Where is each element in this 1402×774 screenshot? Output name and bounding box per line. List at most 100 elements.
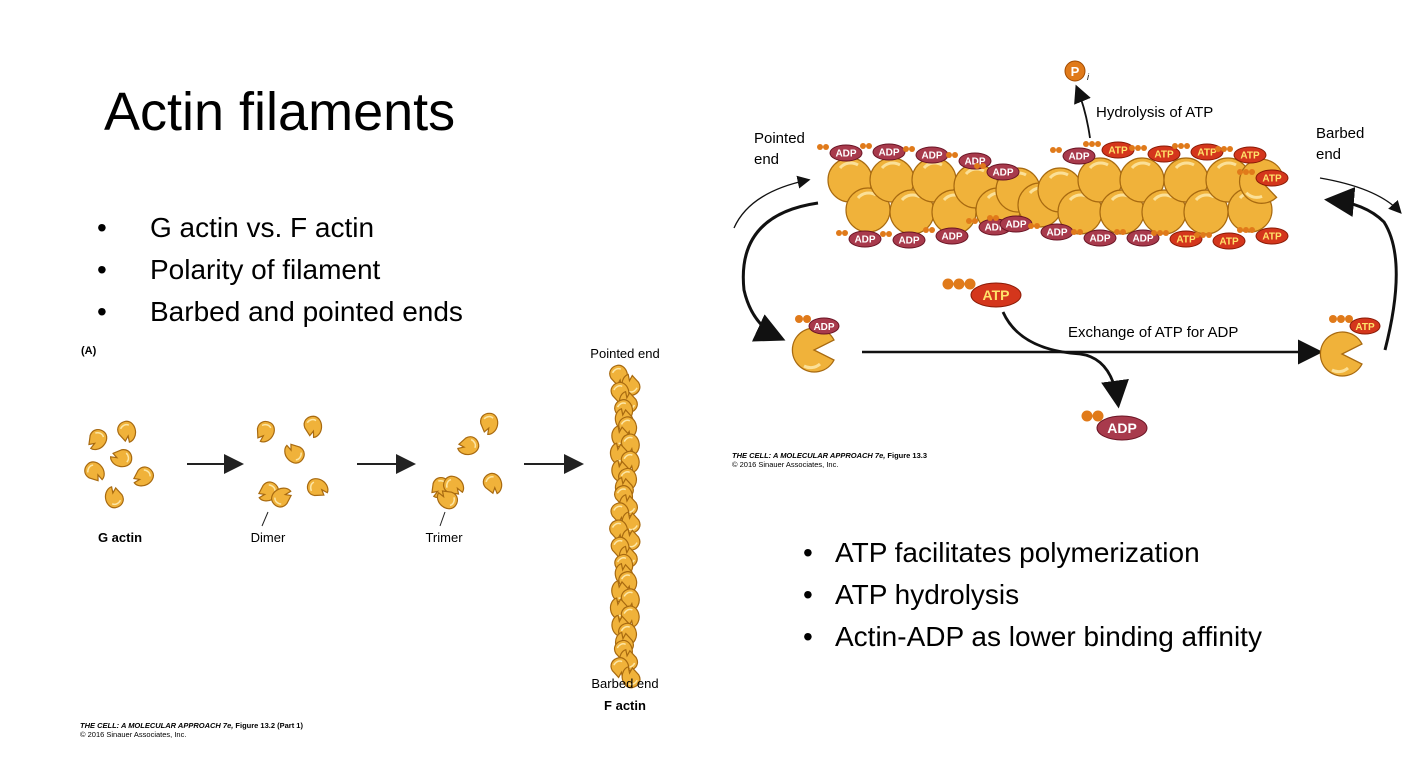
phosphate-dot <box>842 230 848 236</box>
phosphate-dot <box>1172 143 1178 149</box>
phosphate-dot <box>903 146 909 152</box>
bullet-marker: • <box>803 537 813 568</box>
phosphate-dot <box>966 218 972 224</box>
depolymerization-arrow <box>741 201 819 342</box>
credit-figure-number: Figure 13.3 <box>885 451 928 460</box>
atp-badge <box>1147 145 1181 163</box>
bullet-text: ATP hydrolysis <box>835 579 1020 610</box>
phosphate-dot <box>987 215 993 221</box>
dimer-label: Dimer <box>251 530 286 545</box>
adp-badge-label: ADP <box>992 168 1013 179</box>
free-atp-badge <box>970 282 1022 308</box>
atp-badge <box>1190 143 1224 161</box>
phosphate-dot <box>1151 230 1157 236</box>
phosphate-dot <box>836 230 842 236</box>
pointed-end-label: Pointed end <box>590 346 659 361</box>
phosphate-dot <box>952 152 958 158</box>
bullet-marker: • <box>803 621 813 652</box>
pi-subscript: i <box>1087 72 1090 82</box>
released-adp-badge <box>1096 415 1148 441</box>
phosphate-dot <box>1129 145 1135 151</box>
phosphate-dot <box>1221 146 1227 152</box>
phosphate-dot <box>1249 169 1255 175</box>
bullet-marker: • <box>97 212 107 243</box>
phosphate-dot <box>1050 147 1056 153</box>
bullet-marker: • <box>97 254 107 285</box>
adp-badge <box>829 144 863 162</box>
phosphate-dot <box>1114 229 1120 235</box>
pointed-end-in-arrow <box>733 175 811 229</box>
phosphate-dot <box>1071 229 1077 235</box>
pi-label: P <box>1071 64 1080 79</box>
phosphate-dot <box>1227 146 1233 152</box>
phosphate-dot <box>860 143 866 149</box>
phosphate-dot <box>803 315 811 323</box>
phosphate-dot <box>1135 145 1141 151</box>
phosphate-dot <box>1028 223 1034 229</box>
right-bullet-list: •ATP facilitates polymerization •ATP hyd… <box>803 532 1262 658</box>
hydrolysis-arrow <box>1074 84 1091 139</box>
f-actin-label: F actin <box>604 698 646 713</box>
adp-badge-label: ADP <box>1132 234 1153 245</box>
barbed-end-word: end <box>1316 146 1341 163</box>
figure-a-credit: THE CELL: A MOLECULAR APPROACH 7e, Figur… <box>80 721 303 739</box>
phosphate-dot <box>795 315 803 323</box>
phosphate-dot <box>866 143 872 149</box>
phosphate-dot <box>1089 141 1095 147</box>
bullet-item: •Polarity of filament <box>97 249 463 291</box>
phosphate-dot <box>1243 169 1249 175</box>
adp-badge-label: ADP <box>813 322 834 333</box>
adp-badge <box>1126 229 1160 247</box>
phosphate-dot <box>909 146 915 152</box>
bullet-item: •ATP hydrolysis <box>803 574 1262 616</box>
adp-badge <box>872 143 906 161</box>
atp-badge-label: ATP <box>1240 151 1260 162</box>
phosphate-dot <box>886 231 892 237</box>
adp-badge <box>892 231 926 249</box>
atp-badge <box>1255 227 1289 245</box>
phosphate-dot <box>1141 145 1147 151</box>
phosphate-dot <box>1178 143 1184 149</box>
barbed-end-out-arrow <box>1319 177 1402 214</box>
pointed-end-word: end <box>754 151 779 168</box>
adp-badge <box>986 163 1020 181</box>
free-atp-label: ATP <box>983 287 1010 303</box>
left-bullet-list: •G actin vs. F actin •Polarity of filame… <box>97 207 463 333</box>
adp-badge-label: ADP <box>835 149 856 160</box>
slide-title: Actin filaments <box>104 82 456 142</box>
phosphate-dot <box>972 218 978 224</box>
adp-badge-label: ADP <box>878 148 899 159</box>
adp-badge-label: ADP <box>1046 228 1067 239</box>
adp-badge <box>935 227 969 245</box>
phosphate-dot <box>817 144 823 150</box>
adp-badge-label: ADP <box>898 236 919 247</box>
credit-figure-number: Figure 13.2 (Part 1) <box>233 721 303 730</box>
dimer-pointer <box>261 511 269 527</box>
bullet-item: •ATP facilitates polymerization <box>803 532 1262 574</box>
adp-badge-label: ADP <box>1005 220 1026 231</box>
phosphate-dot <box>929 227 935 233</box>
adp-badge-label: ADP <box>1068 152 1089 163</box>
credit-book-title: THE CELL: A MOLECULAR APPROACH 7e, <box>732 451 886 460</box>
phosphate-dot <box>1337 315 1345 323</box>
figure-b-credit: THE CELL: A MOLECULAR APPROACH 7e, Figur… <box>732 451 927 469</box>
adp-badge <box>848 230 882 248</box>
phosphate-dot <box>964 278 976 290</box>
atp-badge <box>1255 169 1289 187</box>
adp-badge-label: ADP <box>921 151 942 162</box>
phosphate-dot <box>1237 227 1243 233</box>
phosphate-dot <box>1157 230 1163 236</box>
phosphate-dot <box>1200 232 1206 238</box>
atp-badge-label: ATP <box>1219 237 1239 248</box>
atp-badge-label: ATP <box>1176 235 1196 246</box>
phosphate-icon <box>1064 60 1086 82</box>
atp-badge <box>1233 146 1267 164</box>
phosphate-dot <box>1163 230 1169 236</box>
phosphate-dot <box>1077 229 1083 235</box>
atp-to-adp-arrow <box>1001 311 1129 409</box>
phosphate-dot <box>1215 146 1221 152</box>
adp-badge-label: ADP <box>854 235 875 246</box>
barbed-end-label: Barbed end <box>591 676 658 691</box>
adp-monomer <box>790 326 836 374</box>
